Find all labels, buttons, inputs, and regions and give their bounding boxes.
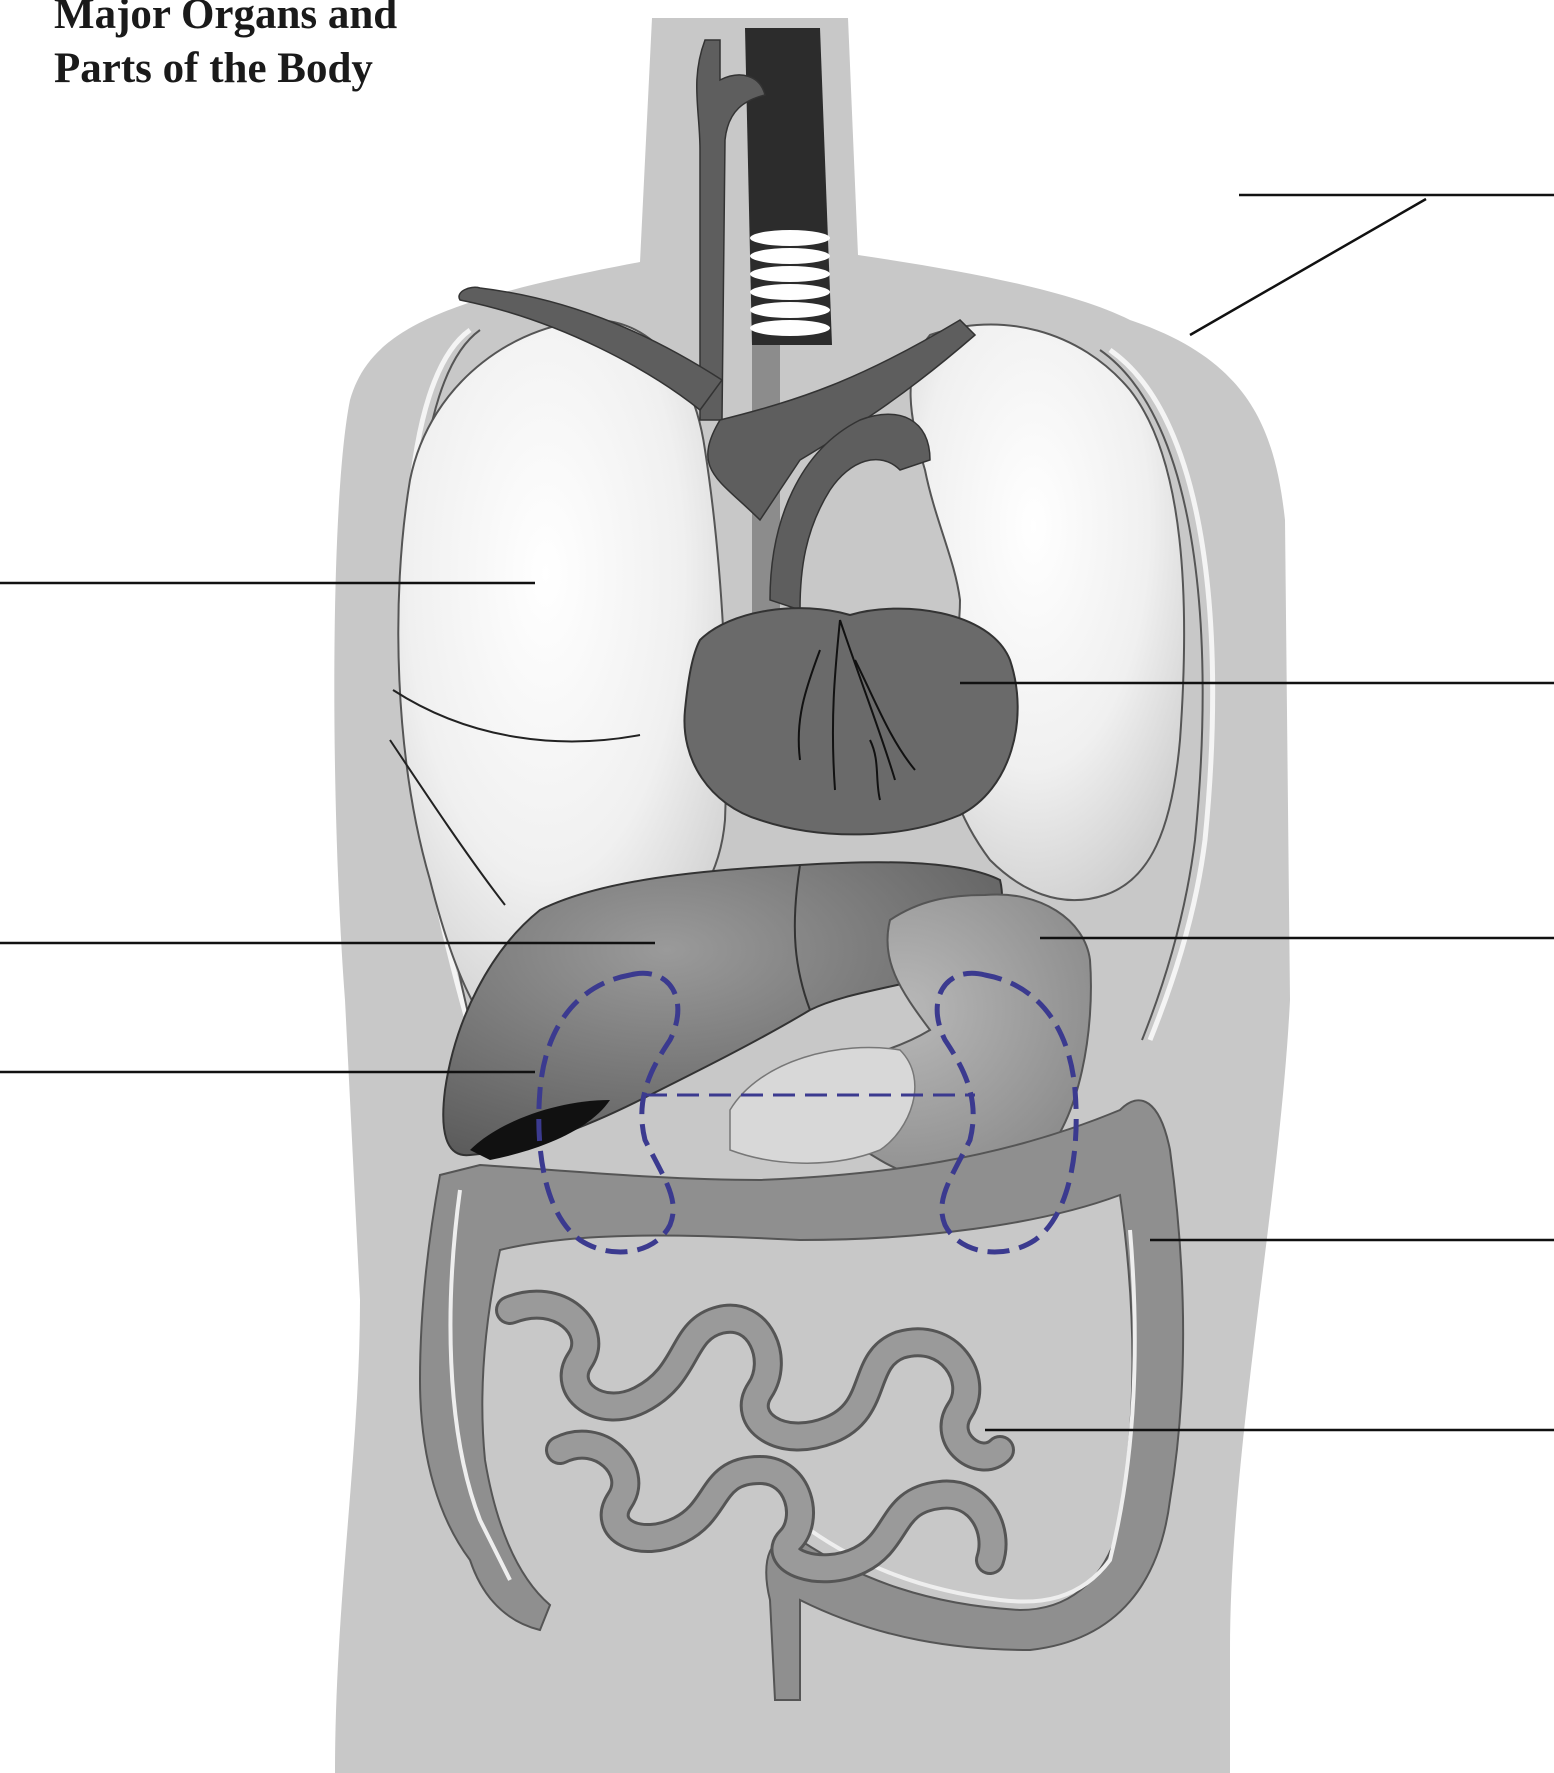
torso-leader-line <box>1190 195 1554 335</box>
heart <box>684 608 1017 834</box>
